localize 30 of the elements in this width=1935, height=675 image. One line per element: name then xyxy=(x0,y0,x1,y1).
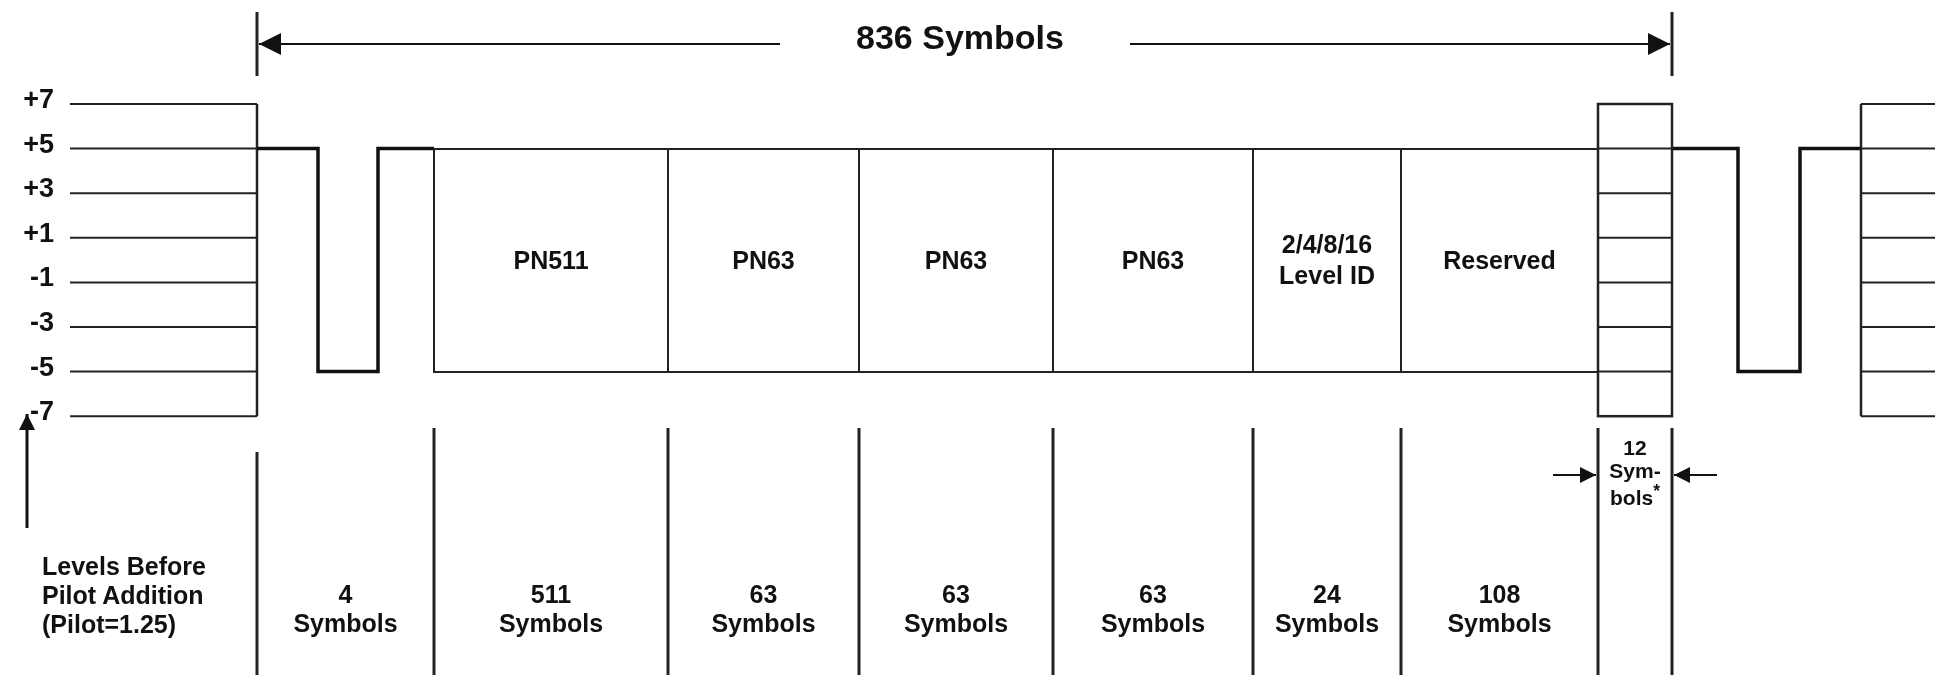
frame-segment-box xyxy=(667,147,860,373)
level-value: +5 xyxy=(22,128,54,160)
segment-label: 2/4/8/16 Level ID xyxy=(1278,229,1376,292)
symbol-count: 4 Symbols xyxy=(292,580,399,638)
level-value: +1 xyxy=(22,217,54,249)
symbol-count: 108 Symbols xyxy=(1446,580,1553,638)
level-value: -1 xyxy=(29,262,54,294)
level-value: -3 xyxy=(29,307,54,339)
symbol-count: 63 Symbols xyxy=(902,580,1010,638)
frame-segment-box xyxy=(1400,147,1599,373)
symbol-count: 511 Symbols xyxy=(497,580,605,638)
symbol-count: 24 Symbols xyxy=(1273,580,1381,638)
frame-segment-box xyxy=(858,147,1054,373)
symbol-count: 63 Symbols xyxy=(710,580,817,638)
frame-segment-box xyxy=(433,147,669,373)
level-value: +3 xyxy=(22,173,54,205)
segment-label: PN511 xyxy=(513,244,589,276)
dimension-label: 12 Sym- bols$^{*}$ xyxy=(1608,436,1662,510)
segment-label: PN63 xyxy=(924,244,988,276)
symbol-count: 63 Symbols xyxy=(1099,580,1207,638)
level-value: -5 xyxy=(29,351,54,383)
segment-label: PN63 xyxy=(732,244,795,276)
frame-segment-box xyxy=(1052,147,1254,373)
axis-note: Levels Before Pilot Addition (Pilot=1.25) xyxy=(42,552,207,639)
level-value: +7 xyxy=(22,84,54,116)
segment-label: PN63 xyxy=(1121,244,1185,276)
dimension-label: 836 Symbols xyxy=(855,18,1065,58)
level-value: -7 xyxy=(29,396,54,428)
segment-label: Reserved xyxy=(1443,244,1556,276)
frame-segment-box xyxy=(1252,147,1402,373)
